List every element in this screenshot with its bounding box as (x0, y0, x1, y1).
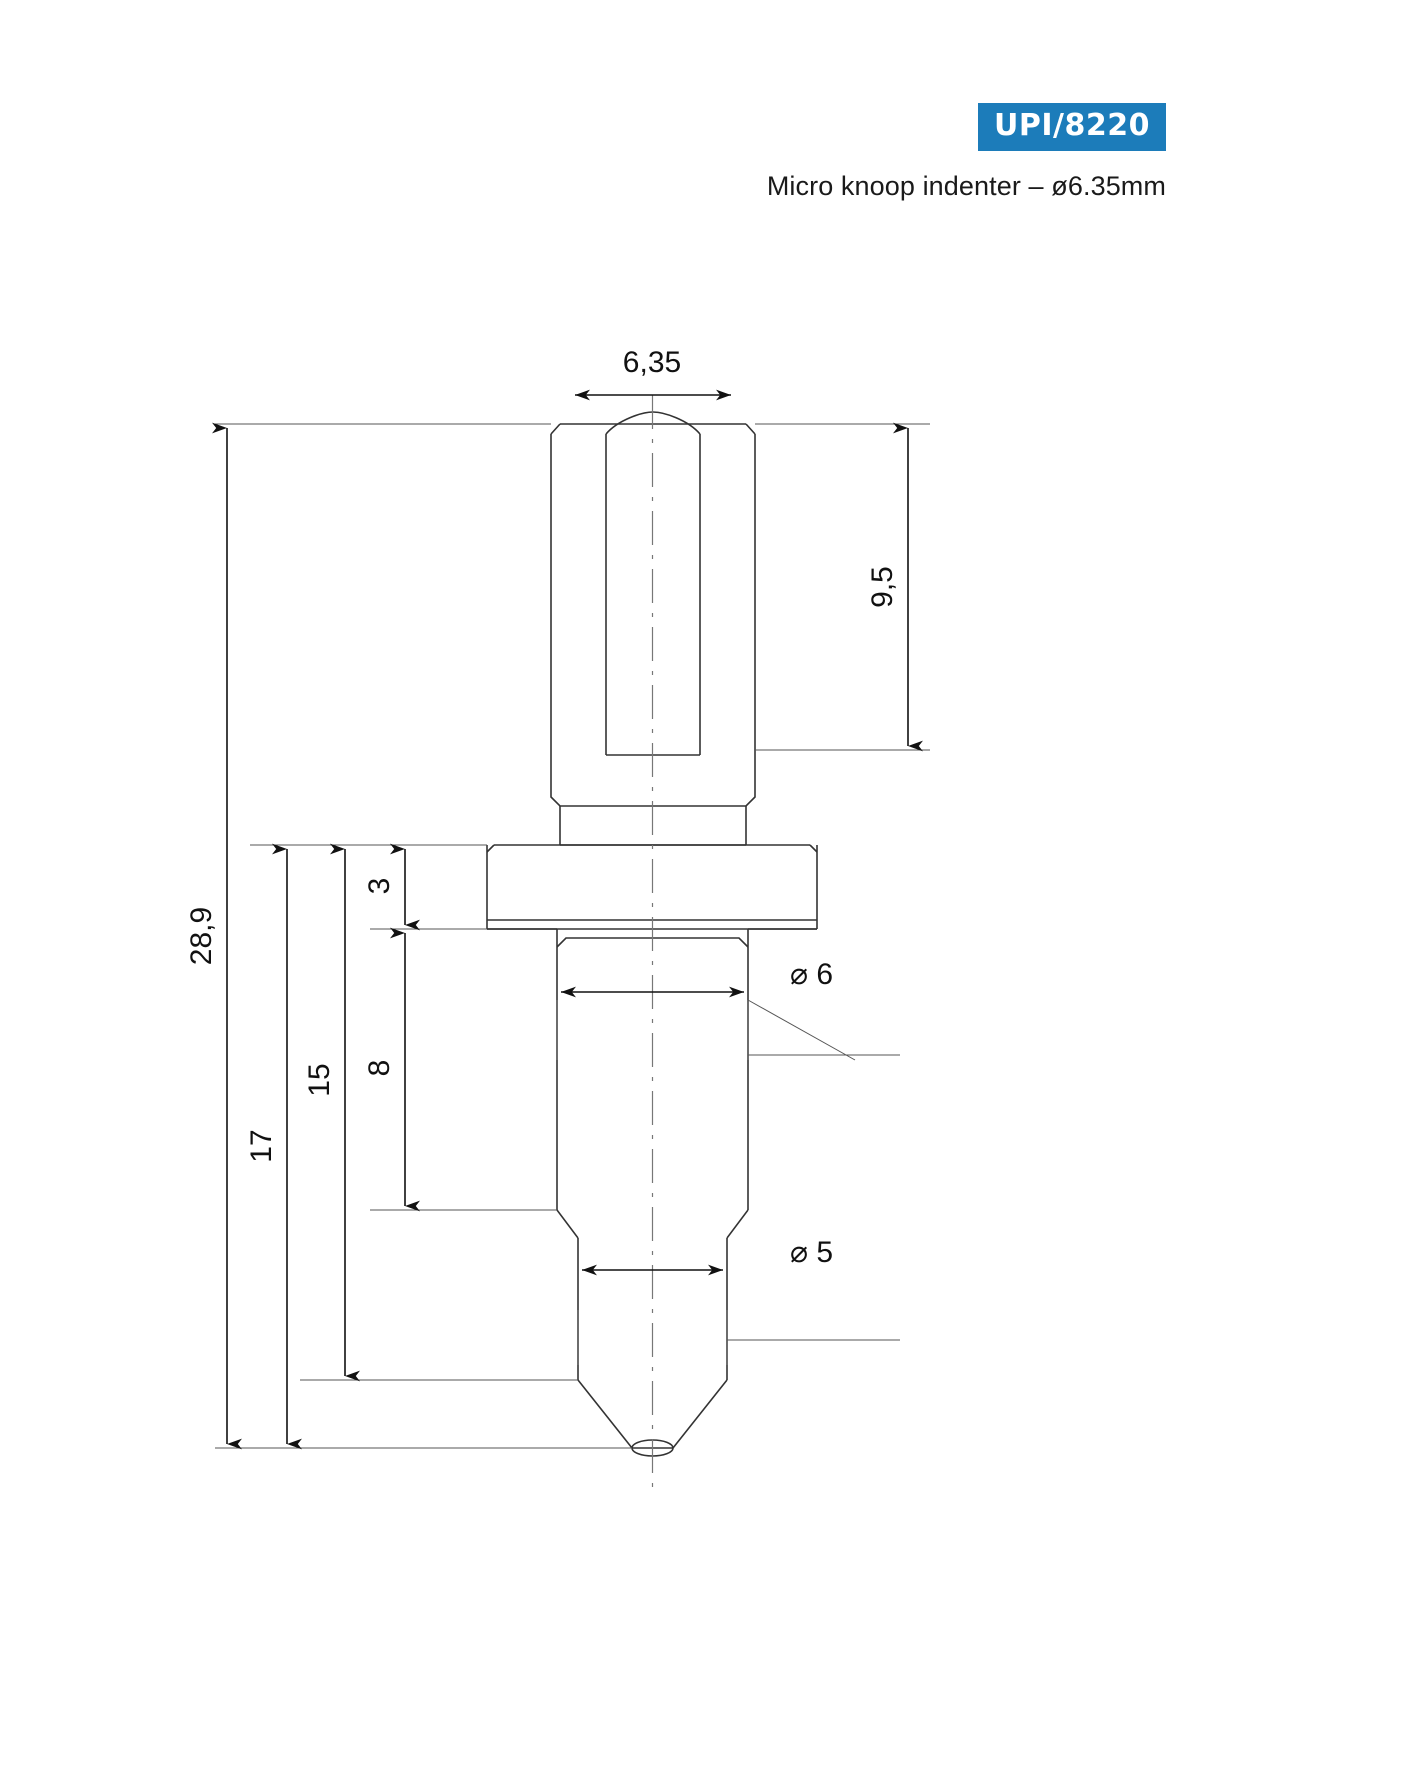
dimension-overall-length: 28,9 (185, 422, 242, 1450)
technical-drawing: 6,35 9,5 28,9 17 15 (0, 300, 1424, 1500)
dimension-label-9-5: 9,5 (866, 566, 899, 608)
dimension-label-15: 15 (303, 1063, 336, 1096)
page-subtitle: Micro knoop indenter – ø6.35mm (766, 171, 1166, 201)
dimension-upper-length: 9,5 (866, 422, 923, 752)
dimension-label-6-35: 6,35 (623, 346, 681, 379)
dimension-label-28-9: 28,9 (185, 907, 218, 965)
dimension-top-width: 6,35 (575, 346, 731, 401)
part-number-badge: UPI/8220 (978, 103, 1166, 151)
dimension-length-3: 3 (363, 843, 420, 931)
dimension-label-diameter-5: ⌀ 5 (790, 1236, 833, 1269)
page-header: UPI/8220 Micro knoop indenter – ø6.35mm (0, 0, 1424, 202)
dimension-length-15: 15 (303, 843, 360, 1382)
dimension-label-diameter-6: ⌀ 6 (790, 958, 833, 991)
dimension-length-17: 17 (245, 843, 302, 1450)
drawing-svg: 6,35 9,5 28,9 17 15 (185, 346, 930, 1490)
dimension-label-3: 3 (363, 878, 396, 895)
badge-row: UPI/8220 (0, 103, 1166, 151)
dimension-diameter-5: ⌀ 5 (582, 1236, 833, 1276)
dimension-label-8: 8 (363, 1060, 396, 1077)
extension-lines (215, 423, 930, 1449)
dimension-diameter-6: ⌀ 6 (561, 958, 833, 998)
dimension-length-8: 8 (363, 927, 420, 1212)
dimension-label-17: 17 (245, 1129, 278, 1162)
